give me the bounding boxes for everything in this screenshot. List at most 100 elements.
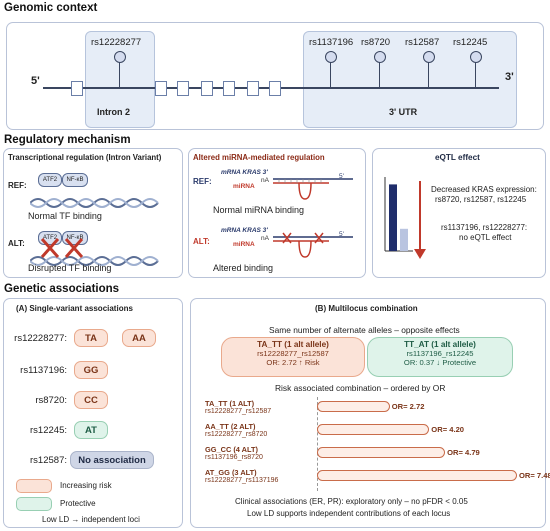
eqtl-line-4: no eQTL effect — [459, 233, 512, 242]
or-bar — [317, 424, 430, 435]
intron-2-region — [85, 31, 155, 128]
five-prime-label: 5' — [339, 231, 344, 238]
utr-region — [303, 31, 517, 128]
nfkb-label: NF-κB — [66, 235, 84, 241]
legend-risk-swatch — [16, 479, 52, 493]
multilocus-panel: (B) Multilocus combination Same number o… — [190, 298, 550, 528]
five-prime-label: 5' — [339, 173, 344, 180]
clinical-footer: Clinical associations (ER, PR): explorat… — [235, 497, 468, 506]
snp-row-label: rs12228277: — [14, 333, 67, 344]
genomic-context-panel: 5' 3' rs12228277 rs1137196 rs8720 rs1258… — [6, 22, 544, 130]
transcriptional-panel: Transcriptional regulation (Intron Varia… — [3, 148, 183, 278]
or-bar — [317, 401, 390, 412]
eqtl-decreased-text: Decreased KRAS expression: — [431, 185, 537, 194]
nfkb-label: NF-κB — [66, 177, 84, 183]
protective-combo-or: OR: 0.37 ↓ Protective — [403, 358, 477, 367]
snp-stem — [475, 62, 476, 87]
disrupted-tf-binding-label: Disrupted TF binding — [28, 263, 112, 273]
combo-snps: rs12228277_rs1137196 — [205, 477, 279, 484]
or-value: OR= 2.72 — [391, 402, 425, 411]
genetic-associations-title: Genetic associations — [4, 283, 120, 295]
normal-mirna-binding-label: Normal miRNA binding — [213, 205, 305, 215]
snp-stem — [428, 62, 429, 87]
combo-snps: rs1137196_rs8720 — [205, 454, 263, 461]
combo-name: AT_GG (3 ALT) — [205, 468, 257, 477]
exon-box — [247, 81, 259, 96]
eqtl-bar-dark — [389, 184, 397, 251]
or-value: OR= 7.48 — [519, 471, 550, 480]
risk-combo-box: TA_TT (1 alt allele) rs12228277_rs12587 … — [221, 337, 365, 377]
eqtl-panel: eQTL effect Decreased KRAS expression: r… — [372, 148, 546, 278]
snp-row-label: rs12245: — [30, 425, 67, 436]
ld-footer: Low LD supports independent contribution… — [247, 509, 451, 518]
eqtl-bar-chart — [384, 177, 413, 252]
eqtl-line-2: rs8720, rs12587, rs12245 — [435, 195, 527, 204]
transcriptional-title: Transcriptional regulation (Intron Varia… — [8, 153, 162, 162]
mrna-kras-label: mRNA KRAS 3' — [221, 227, 268, 234]
genotype-text: AT — [85, 424, 97, 436]
intron-2-label: Intron 2 — [97, 107, 130, 117]
mirna-binding-ref — [273, 178, 353, 200]
five-prime-label: 5' — [31, 75, 40, 87]
cross-icon — [40, 238, 60, 258]
ref-label: REF: — [8, 181, 27, 190]
risk-combo-or: OR: 2.72 ↑ Risk — [266, 358, 320, 367]
protective-combo-box: TT_AT (1 alt allele) rs1137196_rs12245 O… — [367, 337, 513, 377]
exon-box — [71, 81, 83, 96]
mirna-title: Altered miRNA-mediated regulation — [193, 153, 325, 162]
protective-combo-snps: rs1137196_rs12245 — [406, 349, 474, 358]
cross-icon — [64, 238, 84, 258]
eqtl-bar-light — [400, 228, 408, 251]
multilocus-title: (B) Multilocus combination — [315, 304, 418, 313]
risk-combo-title: TA_TT (1 alt allele) — [257, 340, 329, 349]
atf2-label: ATF2 — [42, 177, 58, 183]
or-bar — [317, 447, 446, 458]
genotype-text: GG — [83, 364, 99, 376]
snp-marker — [325, 51, 337, 63]
eqtl-line-3: rs1137196, rs12228277: — [441, 223, 528, 232]
altered-binding-label: Altered binding — [213, 263, 274, 273]
na-label: nA — [261, 177, 269, 184]
utr-label: 3' UTR — [389, 107, 418, 117]
dna-helix-ref — [30, 198, 159, 208]
atf2-label: ATF2 — [42, 235, 58, 241]
down-arrow-icon — [414, 181, 426, 259]
eqtl-line-1: Decreased KRAS expression: — [431, 185, 537, 194]
mirna-binding-alt — [273, 232, 353, 258]
or-bar — [317, 470, 517, 481]
exon-box — [155, 81, 167, 96]
mirna-panel: Altered miRNA-mediated regulation REF: m… — [188, 148, 366, 278]
legend-risk-label: Increasing risk — [60, 481, 112, 490]
mirna-label: miRNA — [233, 241, 255, 248]
snp-row-label: rs1137196: — [20, 365, 67, 376]
opposite-effects-heading: Same number of alternate alleles – oppos… — [269, 325, 460, 335]
regulatory-mechanism-title: Regulatory mechanism — [4, 134, 131, 146]
or-value: OR= 4.20 — [431, 425, 465, 434]
dna-helix-alt — [30, 256, 159, 266]
ordered-by-or-title: Risk associated combination – ordered by… — [275, 383, 446, 393]
alt-label: ALT: — [8, 239, 25, 248]
exon-box — [201, 81, 213, 96]
risk-combo-snps: rs12228277_rs12587 — [257, 349, 329, 358]
snp-marker — [374, 51, 386, 63]
ref-label: REF: — [193, 177, 212, 186]
genotype-pill-protective: AT — [74, 421, 108, 439]
atf2-protein: ATF2 — [38, 173, 62, 187]
single-variant-title: (A) Single-variant associations — [16, 304, 133, 313]
legend-protective-swatch — [16, 497, 52, 511]
nfkb-protein: NF-κB — [62, 173, 88, 187]
combo-snps: rs12228277_rs12587 — [205, 408, 272, 415]
or-value: OR= 4.79 — [447, 448, 480, 457]
genotype-pill-risk: CC — [74, 391, 108, 409]
genotype-text: AA — [132, 332, 146, 344]
snp-marker — [114, 51, 126, 63]
no-association-pill: No association — [70, 451, 154, 469]
snp-label: rs1137196 — [309, 37, 354, 48]
genotype-pill-risk: TA — [74, 329, 108, 347]
snp-label: rs12228277 — [91, 37, 142, 48]
combo-name: AA_TT (2 ALT) — [205, 422, 256, 431]
snp-stem — [379, 62, 380, 87]
na-label: nA — [261, 235, 269, 242]
genotype-pill-risk: AA — [122, 329, 156, 347]
alt-label: ALT: — [193, 237, 210, 246]
